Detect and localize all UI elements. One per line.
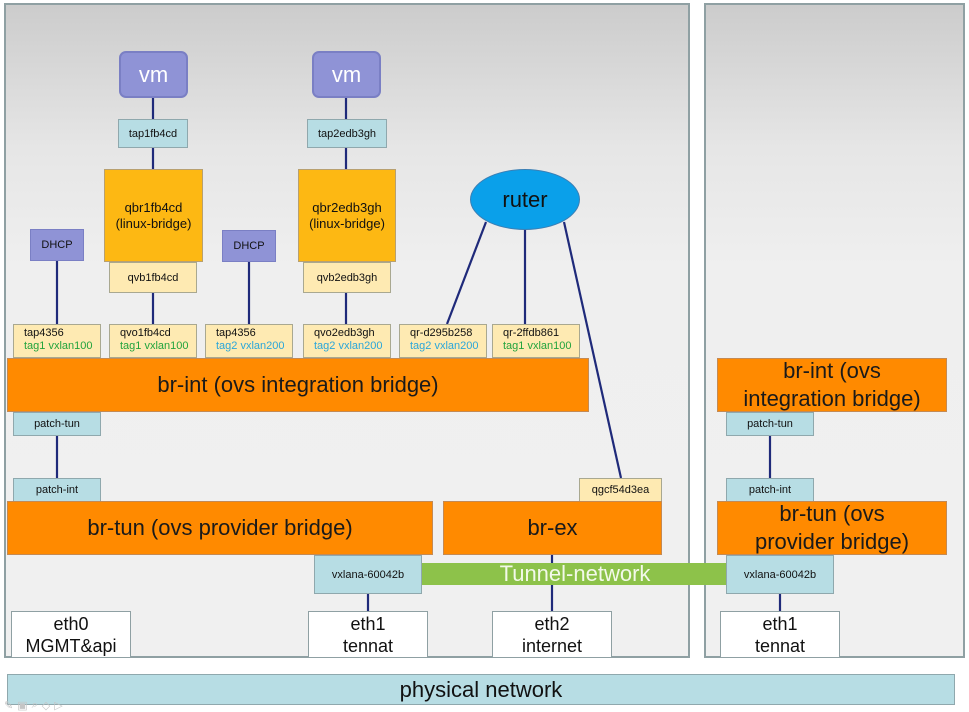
tap-port-2[interactable]: tap2edb3gh	[307, 119, 387, 148]
dhcp-2[interactable]: DHCP	[222, 230, 276, 262]
linux-bridge-2-name: qbr2edb3gh	[312, 199, 382, 215]
br-int-port-4[interactable]: qvo2edb3gh tag2 vxlan200	[303, 324, 391, 358]
port-tag: tag1 vxlan100	[24, 340, 93, 352]
port-name: qr-d295b258	[410, 327, 473, 339]
br-int-right[interactable]: br-int (ovs integration bridge)	[717, 358, 947, 412]
dhcp-1[interactable]: DHCP	[30, 229, 84, 261]
qg-port[interactable]: qgcf54d3ea	[579, 478, 662, 502]
br-int-port-1[interactable]: tap4356 tag1 vxlan100	[13, 324, 101, 358]
eth0-name: eth0	[53, 613, 89, 634]
port-name: qr-2ffdb861	[503, 327, 560, 339]
port-tag: tag2 vxlan200	[410, 340, 479, 352]
patch-tun-left[interactable]: patch-tun	[13, 412, 101, 436]
pointer-icon[interactable]: ▷	[54, 700, 63, 712]
eth1-left-name: eth1	[350, 613, 386, 634]
br-tun-left[interactable]: br-tun (ovs provider bridge)	[7, 501, 433, 555]
br-int-left[interactable]: br-int (ovs integration bridge)	[7, 358, 589, 412]
vxlan-port-left-label: vxlana-60042b	[331, 568, 405, 581]
vxlan-port-left[interactable]: vxlana-60042b	[314, 555, 422, 594]
physical-network-label: physical network	[399, 676, 563, 702]
port-name: tap4356	[216, 327, 256, 339]
eraser-icon[interactable]: ◇	[41, 700, 51, 712]
br-int-right-line1: br-int (ovs	[783, 358, 881, 383]
port-tag: tag2 vxlan200	[216, 340, 285, 352]
patch-tun-right-label: patch-tun	[747, 418, 793, 430]
tap-port-1-label: tap1fb4cd	[128, 127, 178, 140]
qg-port-label: qgcf54d3ea	[591, 484, 650, 496]
port-tag: tag1 vxlan100	[120, 340, 189, 352]
port-tag: tag1 vxlan100	[503, 340, 572, 352]
eth2-name: eth2	[534, 613, 570, 634]
br-tun-right-line2: provider bridge)	[754, 529, 910, 554]
slides-icon[interactable]: ▣	[17, 700, 28, 712]
linux-bridge-2[interactable]: qbr2edb3gh (linux-bridge)	[298, 169, 396, 262]
br-int-port-2[interactable]: qvo1fb4cd tag1 vxlan100	[109, 324, 197, 358]
tap-port-2-label: tap2edb3gh	[317, 127, 377, 140]
tap-port-1[interactable]: tap1fb4cd	[118, 119, 188, 148]
eth1-nic-right[interactable]: eth1 tennat	[720, 611, 840, 657]
linux-bridge-1[interactable]: qbr1fb4cd (linux-bridge)	[104, 169, 203, 262]
dhcp-1-label: DHCP	[41, 239, 73, 251]
vm-1-label: vm	[138, 61, 169, 87]
vm-2[interactable]: vm	[312, 51, 381, 98]
router[interactable]: ruter	[470, 169, 580, 230]
linux-bridge-2-type: (linux-bridge)	[309, 215, 385, 231]
zoom-icon[interactable]: ⌕	[31, 699, 38, 711]
qvb-port-1[interactable]: qvb1fb4cd	[109, 262, 197, 293]
eth1-right-role: tennat	[754, 635, 806, 656]
port-tag: tag2 vxlan200	[314, 340, 383, 352]
br-ex-label: br-ex	[527, 515, 578, 540]
dhcp-2-label: DHCP	[233, 240, 265, 252]
patch-int-left[interactable]: patch-int	[13, 478, 101, 502]
vxlan-port-right-label: vxlana-60042b	[743, 568, 817, 581]
eth1-right-name: eth1	[762, 613, 798, 634]
eth1-nic-left[interactable]: eth1 tennat	[308, 611, 428, 657]
patch-tun-right[interactable]: patch-tun	[726, 412, 814, 436]
qvb-port-2[interactable]: qvb2edb3gh	[303, 262, 391, 293]
patch-int-right[interactable]: patch-int	[726, 478, 814, 502]
br-int-port-3[interactable]: tap4356 tag2 vxlan200	[205, 324, 293, 358]
eth0-nic[interactable]: eth0 MGMT&api	[11, 611, 131, 657]
port-name: tap4356	[24, 327, 64, 339]
eth2-role: internet	[521, 635, 583, 656]
br-ex[interactable]: br-ex	[443, 501, 662, 555]
eth0-role: MGMT&api	[25, 635, 117, 656]
tunnel-network: Tunnel-network	[422, 561, 728, 586]
pen-icon[interactable]: ✎	[4, 700, 14, 712]
br-tun-left-label: br-tun (ovs provider bridge)	[87, 515, 353, 540]
physical-network: physical network	[7, 674, 955, 705]
patch-tun-left-label: patch-tun	[34, 418, 80, 430]
vm-2-label: vm	[331, 61, 362, 87]
br-int-left-label: br-int (ovs integration bridge)	[157, 372, 439, 397]
slide-toolbar: ✎ ▣ ⌕ ◇ ▷	[4, 699, 63, 712]
qvb-port-2-label: qvb2edb3gh	[316, 271, 378, 284]
port-name: qvo2edb3gh	[314, 327, 375, 339]
router-label: ruter	[502, 186, 548, 212]
vm-1[interactable]: vm	[119, 51, 188, 98]
vxlan-port-right[interactable]: vxlana-60042b	[726, 555, 834, 594]
linux-bridge-1-type: (linux-bridge)	[115, 215, 192, 231]
tunnel-network-label: Tunnel-network	[499, 561, 651, 586]
wire-router-qr1	[445, 221, 488, 325]
br-tun-right-line1: br-tun (ovs	[779, 501, 885, 526]
patch-int-right-label: patch-int	[748, 484, 792, 496]
br-tun-right[interactable]: br-tun (ovs provider bridge)	[717, 501, 947, 555]
linux-bridge-1-name: qbr1fb4cd	[124, 199, 183, 215]
br-int-port-6[interactable]: qr-2ffdb861 tag1 vxlan100	[492, 324, 580, 358]
port-name: qvo1fb4cd	[120, 327, 171, 339]
br-int-port-5[interactable]: qr-d295b258 tag2 vxlan200	[399, 324, 487, 358]
wire-router-qg	[562, 221, 623, 479]
patch-int-left-label: patch-int	[35, 484, 79, 496]
eth2-nic[interactable]: eth2 internet	[492, 611, 612, 657]
eth1-left-role: tennat	[342, 635, 394, 656]
qvb-port-1-label: qvb1fb4cd	[127, 271, 179, 284]
br-int-right-line2: integration bridge)	[743, 386, 921, 411]
